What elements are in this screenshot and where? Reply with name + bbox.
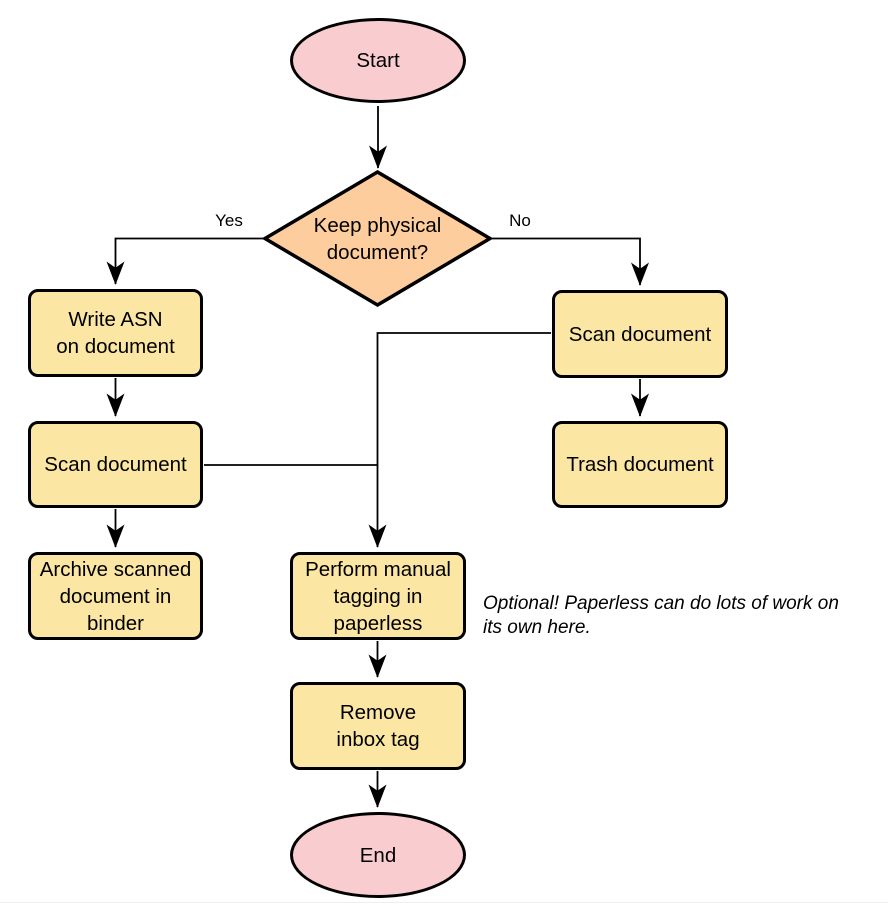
edge-decision-no-to-scan-right <box>489 237 649 286</box>
edge-scan-right-to-tagging <box>368 332 551 548</box>
node-end: End <box>290 812 466 898</box>
edge-label-yes: Yes <box>215 211 243 230</box>
node-scan-document-right: Scan document <box>552 290 728 378</box>
bottom-divider <box>0 902 888 903</box>
edge-label-no: No <box>509 211 531 230</box>
node-remove-inbox-tag: Remove inbox tag <box>290 682 466 770</box>
node-trash-document: Trash document <box>552 421 728 508</box>
decision-diamond-shape <box>261 169 494 308</box>
node-perform-manual-tagging: Perform manual tagging in paperless <box>290 552 466 640</box>
node-scan-document-left: Scan document <box>28 421 203 508</box>
edge-decision-yes-to-write-asn <box>106 237 266 285</box>
node-archive-scanned-document: Archive scanned document in binder <box>28 552 203 640</box>
node-start: Start <box>290 18 466 103</box>
node-decision-label: Keep physical document? <box>313 213 442 264</box>
node-write-asn-on-document: Write ASN on document <box>28 289 203 377</box>
optional-note: Optional! Paperless can do lots of work … <box>483 593 839 638</box>
